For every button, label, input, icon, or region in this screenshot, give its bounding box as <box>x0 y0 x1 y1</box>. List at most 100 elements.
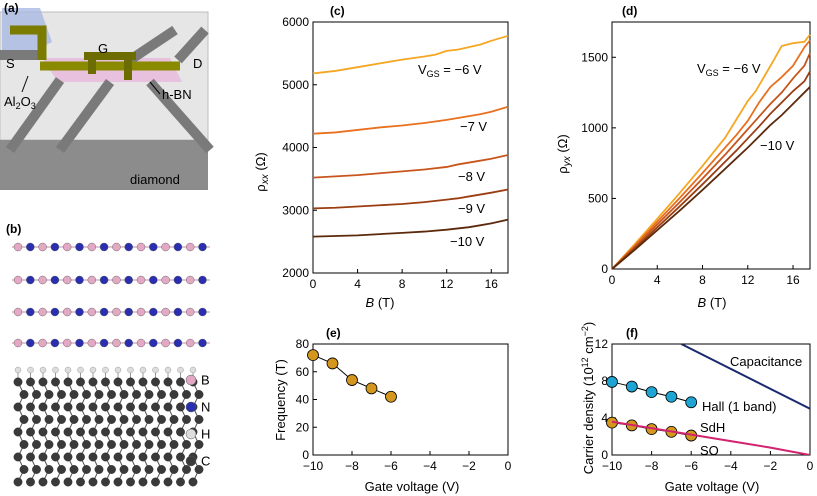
boron-atom-2-2 <box>38 307 47 317</box>
series-line-d-0 <box>611 34 811 270</box>
carbon-atom-5-4 <box>69 440 79 449</box>
series-line-c-3 <box>312 188 509 210</box>
series-line-c-0 <box>312 34 509 75</box>
data-point-e-3 <box>365 382 378 395</box>
label-d: D <box>193 56 202 71</box>
carbon-atom-3-0 <box>19 415 29 424</box>
carbon-atom-8-6 <box>88 477 98 487</box>
legend-atom-N <box>185 401 197 413</box>
carbon-atom-8-14 <box>188 477 198 487</box>
carbon-atom-0-3 <box>51 377 60 387</box>
label-s: S <box>6 56 15 71</box>
plot-frame-f <box>611 343 811 456</box>
label-hall: Hall (1 band) <box>702 399 776 414</box>
carbon-atom-5-8 <box>119 440 129 449</box>
carbon-atom-7-2 <box>44 465 54 474</box>
carbon-atom-3-1 <box>32 415 41 424</box>
carbon-atom-2-6 <box>88 402 98 412</box>
diamond-lattice <box>13 366 204 487</box>
nitrogen-atom-2-1 <box>26 307 35 317</box>
x-tick-label-c-0: 0 <box>310 277 317 291</box>
carbon-atom-0-1 <box>26 377 35 387</box>
hbn-pointer <box>149 81 161 95</box>
data-point-e-2 <box>346 374 358 386</box>
y-axis-label-e: Frequency (T) <box>273 359 288 441</box>
carbon-atom-2-13 <box>176 402 185 412</box>
carbon-atom-6-13 <box>176 452 185 462</box>
carbon-atom-0-2 <box>38 377 48 387</box>
carbon-atom-1-1 <box>32 390 41 399</box>
hydrogen-atom-7 <box>102 366 109 374</box>
carbon-atom-6-9 <box>126 452 135 462</box>
boron-atom-1-10 <box>136 275 146 285</box>
boron-atom-3-14 <box>185 338 195 348</box>
y-axis-label-d: ρyx (Ω) <box>555 134 573 173</box>
series-line-f-3 <box>612 420 810 455</box>
nitrogen-atom-2-3 <box>50 307 60 317</box>
hydrogen-atom-10 <box>139 366 147 374</box>
boron-atom-2-8 <box>112 307 121 317</box>
x-tick-label-f-3: −4 <box>724 459 738 473</box>
nitrogen-atom-1-15 <box>198 275 207 285</box>
series-line-d-1 <box>611 39 811 270</box>
boron-atom-0-2 <box>38 242 47 252</box>
legend-label-d-m6: VGS = −6 V <box>697 61 761 78</box>
boron-atom-1-8 <box>112 275 121 285</box>
y-tick-label-d-0: 0 <box>601 262 608 276</box>
x-tick-label-f-1: −8 <box>645 459 659 473</box>
nitrogen-atom-1-3 <box>50 275 60 285</box>
carbon-atom-1-5 <box>82 390 91 399</box>
carbon-atom-7-12 <box>169 465 179 474</box>
label-hbn: h-BN <box>162 87 192 102</box>
hydrogen-atom-0 <box>14 366 22 374</box>
carbon-atom-0-0 <box>13 377 23 387</box>
x-tick-label-f-2: −6 <box>684 459 698 473</box>
carbon-atom-6-11 <box>151 452 160 462</box>
legend-label-C: C <box>201 454 210 469</box>
carbon-atom-1-3 <box>57 390 66 399</box>
carbon-atom-0-7 <box>101 377 110 387</box>
x-tick-label-f-5: 0 <box>807 459 814 473</box>
carbon-atom-5-7 <box>107 440 116 449</box>
carbon-atom-1-11 <box>157 390 166 399</box>
carbon-atom-4-9 <box>126 427 135 437</box>
label-g: G <box>98 41 108 56</box>
y-tick-label-f-1: 4 <box>601 411 608 425</box>
data-point-f-1-2 <box>645 386 658 399</box>
y-tick-label-c-4: 6000 <box>282 15 309 29</box>
carbon-atom-8-11 <box>151 477 160 487</box>
carbon-atom-7-5 <box>82 465 91 474</box>
legend-label-B: B <box>201 373 210 388</box>
carbon-atom-5-11 <box>157 440 166 449</box>
carbon-atom-3-3 <box>57 415 66 424</box>
series-line-f-0 <box>680 344 810 410</box>
carbon-atom-3-13 <box>182 415 191 424</box>
carbon-atom-1-4 <box>69 390 79 399</box>
x-tick-label-c-2: 8 <box>399 277 406 291</box>
legend-label-d-m10: −10 V <box>760 138 795 153</box>
panel-a-label: (a) <box>4 1 19 15</box>
carbon-atom-7-9 <box>132 465 141 474</box>
carbon-atom-3-2 <box>44 415 54 424</box>
series-line-c-1 <box>312 105 509 135</box>
carbon-atom-8-1 <box>26 477 35 487</box>
carbon-atom-8-7 <box>101 477 110 487</box>
carbon-atom-4-8 <box>113 427 123 437</box>
carbon-atom-4-1 <box>26 427 35 437</box>
boron-atom-3-0 <box>13 338 23 348</box>
carbon-atom-2-7 <box>101 402 110 412</box>
series-line-c-4 <box>312 218 509 238</box>
carbon-atom-5-3 <box>57 440 66 449</box>
nitrogen-atom-3-7 <box>99 338 109 348</box>
carbon-atom-7-11 <box>157 465 166 474</box>
boron-atom-0-12 <box>161 242 170 252</box>
carbon-atom-3-14 <box>194 415 204 424</box>
boron-atom-0-0 <box>13 242 23 252</box>
x-tick-label-e-0: −10 <box>303 459 324 473</box>
x-tick-label-f-0: −10 <box>602 459 623 473</box>
nitrogen-atom-0-9 <box>124 242 133 252</box>
hydrogen-atom-4 <box>64 366 72 374</box>
carbon-atom-7-8 <box>119 465 129 474</box>
